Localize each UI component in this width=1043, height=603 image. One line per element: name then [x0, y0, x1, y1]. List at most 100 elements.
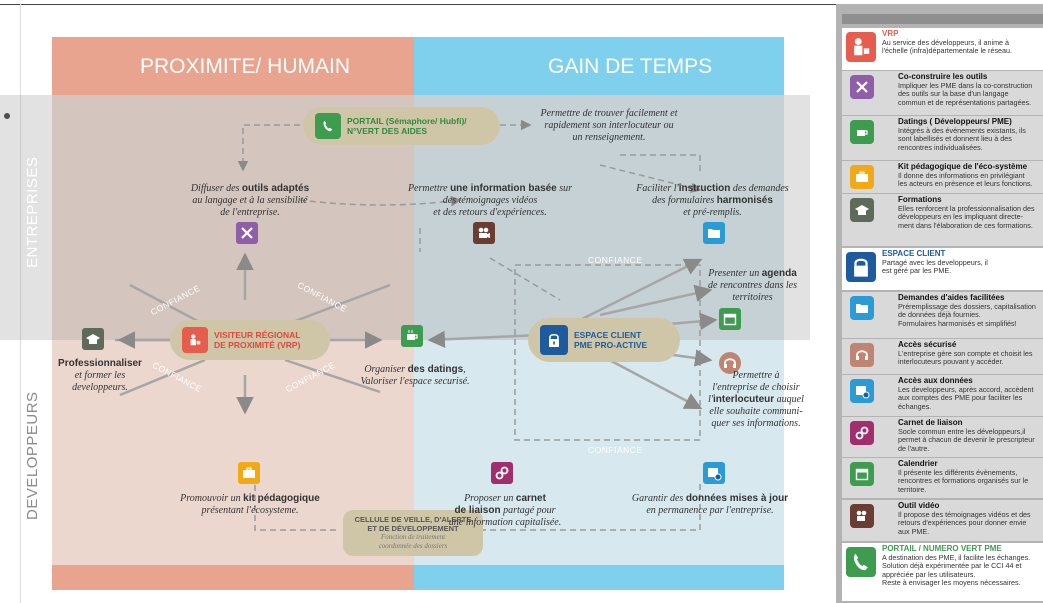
text-bold: de liaison	[454, 505, 501, 516]
coffee-icon	[850, 120, 874, 144]
legend-line: L'entreprise gère son compte et choisit …	[898, 348, 1033, 358]
text-line: et pré-remplis.	[683, 207, 742, 218]
folder-icon	[850, 296, 874, 320]
legend-line: de l'autre.	[898, 443, 930, 453]
text-line: en permanence par l'entreprise.	[646, 505, 774, 516]
legend-title: Calendrier	[898, 460, 938, 468]
column-title-right: GAIN DE TEMPS	[548, 55, 713, 78]
legend-line: Impliquer les PME dans la co-constructio…	[898, 80, 1033, 90]
database-icon	[850, 379, 874, 403]
legend-title: Accès sécurisé	[898, 341, 957, 349]
text-line: une information capitalisée.	[448, 517, 562, 528]
text-line: et former les	[74, 370, 126, 381]
text-line: elle souhaite communi-	[709, 406, 803, 417]
legend-title: Carnet de liaison	[898, 419, 963, 427]
text-bold: agenda	[761, 268, 797, 279]
text-line: de rencontres dans les	[708, 280, 797, 291]
tools-icon	[236, 222, 258, 244]
legend-title: Co-construire les outils	[898, 73, 988, 81]
legend-title: Kit pédagogique de l'éco-système	[898, 163, 1028, 171]
legend-item: Datings ( Développeurs/ PME)Intégrés à d…	[842, 116, 1043, 160]
calendar-icon	[719, 308, 741, 330]
legend-line: les acteurs en présence et leurs fonctio…	[898, 179, 1033, 188]
legend-line: Intégrés à des événements existants, ils	[898, 125, 1026, 135]
legend-title: PORTAIL / NUMÉRO VERT PME	[882, 545, 1002, 553]
text-bold: kit pédagogique	[243, 493, 320, 504]
graduation-icon	[82, 328, 104, 350]
calendar-icon	[850, 462, 874, 486]
text-donnees: Garantir des données mises à jour en per…	[630, 493, 790, 517]
link-icon	[850, 421, 874, 445]
text-part: Organiser	[364, 364, 408, 375]
briefcase-icon	[850, 165, 874, 189]
legend-title: Accès aux données	[898, 377, 973, 385]
text-part: Diffuser des	[190, 183, 242, 194]
database-icon	[703, 462, 725, 484]
graduation-icon	[850, 198, 874, 222]
folder-icon	[703, 222, 725, 244]
text-line: l'entreprise de choisir	[712, 382, 800, 393]
briefcase-icon	[238, 462, 260, 484]
legend-line: Socle commun entre les développeurs,il	[898, 426, 1026, 436]
text-part: l'	[708, 394, 714, 405]
legend-line: Au service des développeurs, il anime à	[882, 37, 1010, 47]
legend-line: Les developpeurs, après accord, accèdent	[898, 384, 1034, 394]
legend-line: Il donne des informations en privilégian…	[898, 170, 1025, 180]
legend-line: Formulaires harmonisés et simplifiés!	[898, 318, 1017, 328]
text-line: quer ses informations.	[711, 418, 801, 429]
cellule-node: CELLULE DE VEILLE, D'ALERTE ET DE DÉVELO…	[343, 510, 483, 556]
cellule-line1: CELLULE DE VEILLE, D'ALERTE	[354, 515, 472, 524]
left-rule	[20, 4, 21, 603]
text-bold: harmonisés	[716, 195, 773, 206]
text-part: sur	[556, 183, 573, 194]
tools-icon	[850, 75, 874, 99]
text-part: Permettre	[407, 183, 451, 194]
text-carnet: Proposer un carnet de liaison partagé po…	[430, 493, 580, 529]
text-part: des formulaires	[652, 195, 717, 206]
legend-line: permet à chacun de devenir le prescripte…	[898, 435, 1035, 444]
legend-title: VRP	[882, 30, 899, 38]
text-part: des demandes	[730, 183, 789, 194]
top-rule	[0, 4, 836, 5]
text-part: Promouvoir un	[180, 493, 244, 504]
legend-header-bar	[842, 14, 1043, 24]
text-line: territoires	[732, 292, 773, 303]
legend-line: Solution déjà expérimentée par le CCI 44…	[882, 561, 1022, 570]
text-line: Permettre de trouver facilement et	[540, 108, 678, 119]
text-part: ,	[463, 364, 466, 375]
legend-line: échanges.	[898, 401, 932, 411]
legend-line: retours d'expériences pour donner envie	[898, 518, 1027, 527]
legend-line: commun et de représentations partagées.	[898, 97, 1032, 107]
legend-title: Datings ( Développeurs/ PME)	[898, 118, 1012, 126]
legend-line: aux comptes des PME pour faciliter les	[898, 393, 1023, 402]
legend-line: Il propose des témoignages vidéos et des	[898, 509, 1031, 519]
text-agenda: Presenter un agenda de rencontres dans l…	[700, 268, 805, 304]
text-diffuser: Diffuser des outils adaptés au langage e…	[175, 183, 325, 219]
text-line: et des retours d'expériences.	[433, 207, 547, 218]
legend-line: aux PME.	[898, 526, 930, 536]
text-bold: données mises à jour	[685, 493, 789, 504]
text-bold: une information basée	[450, 183, 557, 194]
text-bold: Professionnaliser	[58, 358, 142, 369]
legend-line: développeurs en les impliquant directe-	[898, 212, 1024, 221]
text-part: Presenter un	[708, 268, 762, 279]
legend-line: est géré par les PME.	[882, 266, 952, 275]
espace-client-node: ESPACE CLIENT PME PRO-ACTIVE	[528, 318, 680, 362]
cellule-line3: Fonction de traitement	[380, 533, 446, 541]
text-bold: des datings	[407, 364, 464, 375]
